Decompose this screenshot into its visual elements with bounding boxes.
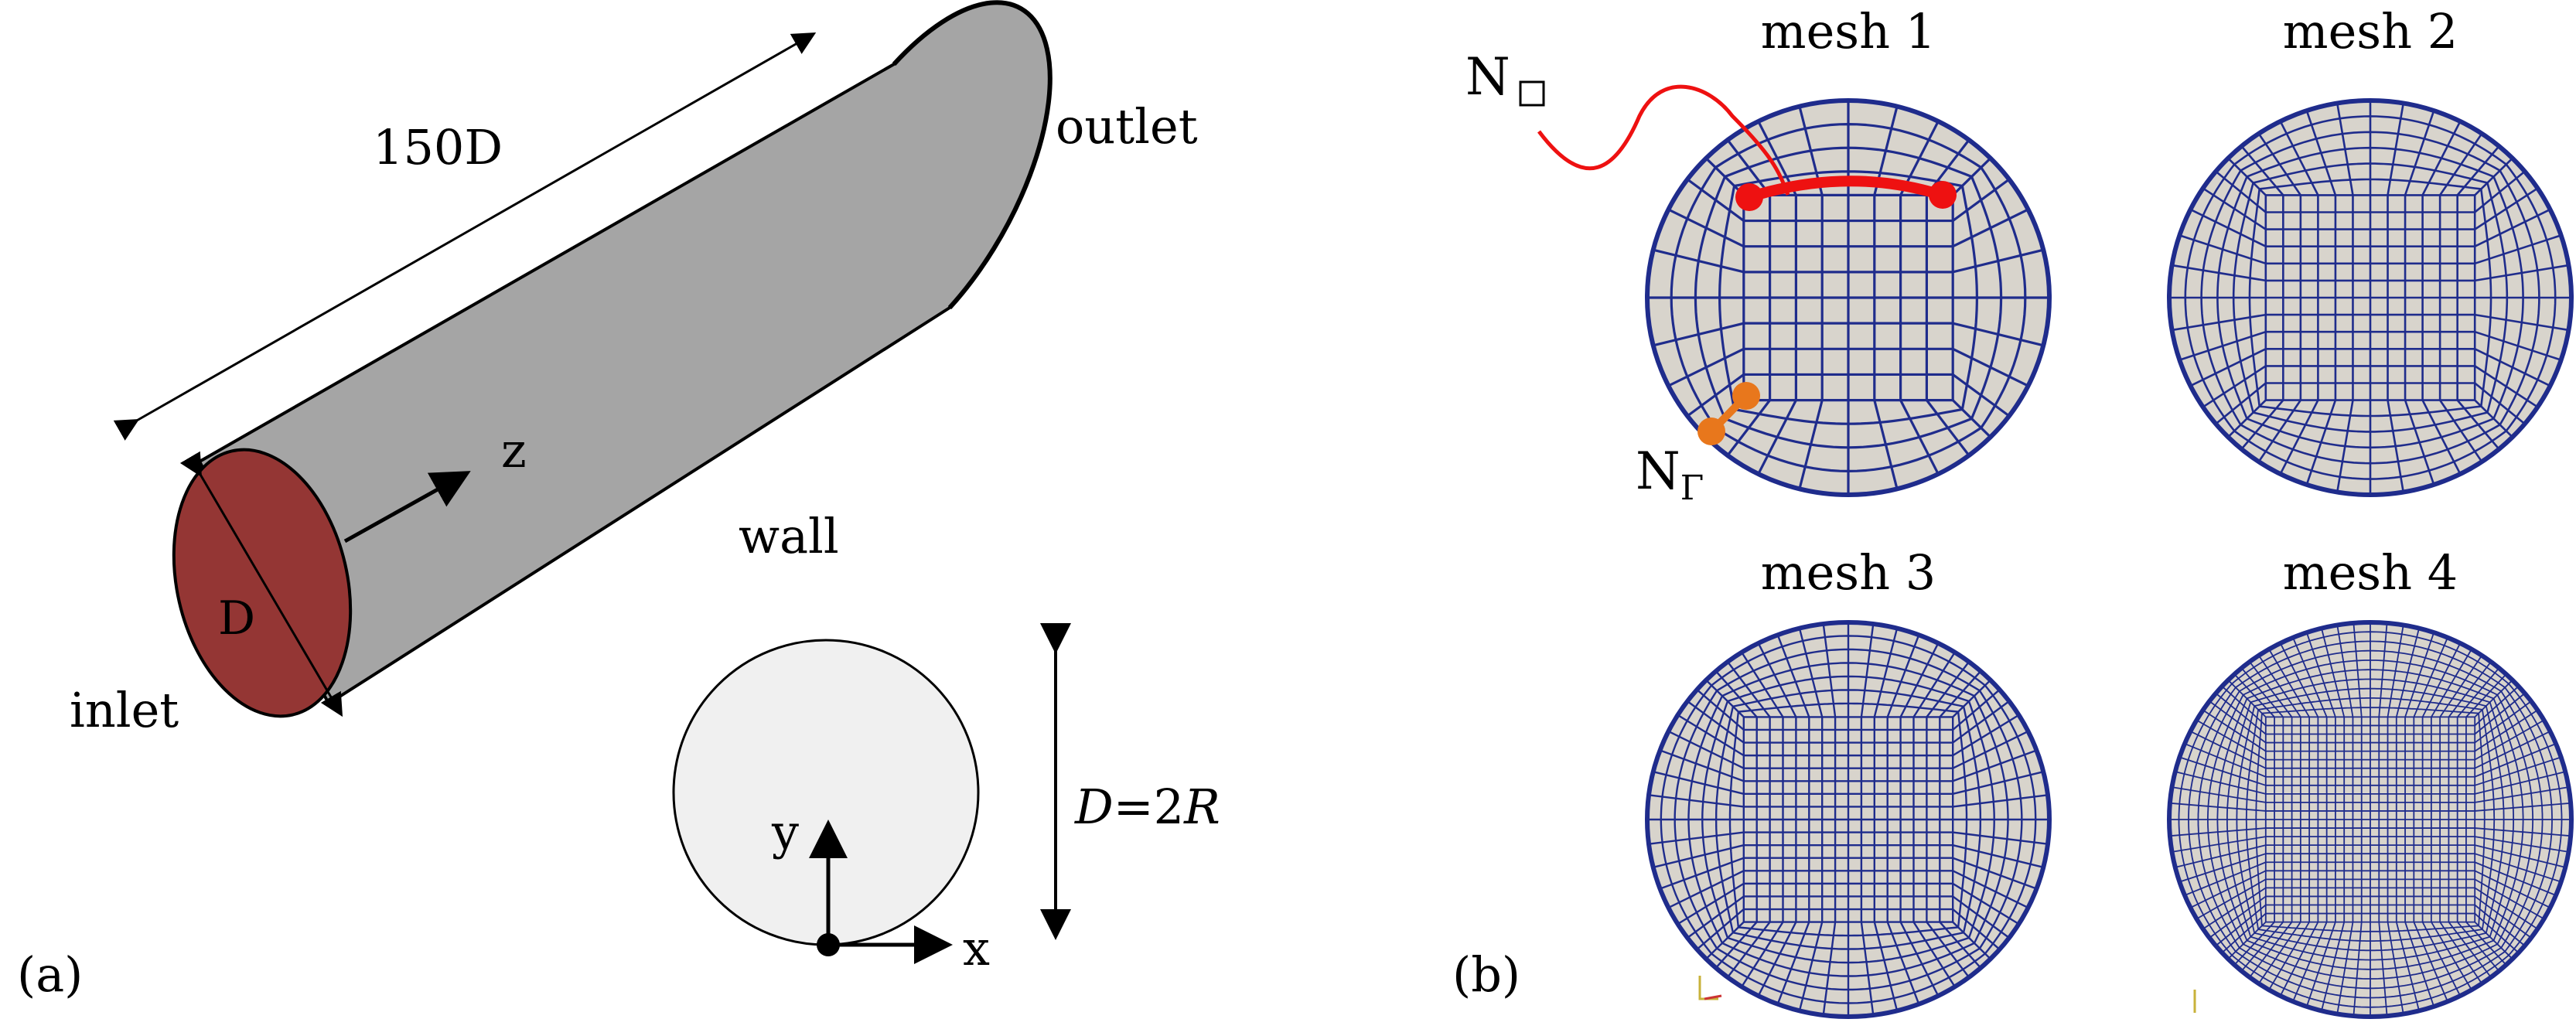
diameter-dimension-label: D=2R: [1074, 779, 1220, 835]
mesh-4: [2167, 620, 2574, 1019]
outlet-rim: [892, 0, 1053, 310]
mesh-3: [1645, 620, 2052, 1019]
mesh-3-axis-glyph: [1698, 976, 1718, 1000]
y-axis-label: y: [771, 804, 799, 860]
length-arrow: [113, 32, 817, 441]
n-gamma-node-1: [1697, 417, 1725, 445]
z-axis-arrow: [343, 471, 471, 544]
diameter-label: D: [218, 591, 255, 646]
dim-label-d: D: [1074, 779, 1114, 835]
panel-b: (b) mesh 1 mesh 2 mesh 3 mesh 4 N NΓ: [1452, 3, 2574, 1019]
mesh-1-title: mesh 1: [1761, 3, 1936, 60]
wall-label: wall: [739, 508, 839, 564]
mesh-lines: [2169, 622, 2571, 1017]
mesh-boundary: [2167, 620, 2574, 1019]
dim-label-r: R: [1183, 779, 1220, 835]
n-gamma-subscript: Γ: [1680, 469, 1704, 508]
mesh-4-title: mesh 4: [2283, 544, 2458, 601]
mesh-boundary: [1645, 98, 2052, 497]
n-box-leader-line: [1537, 84, 1790, 196]
n-gamma-label: NΓ: [1636, 441, 1704, 508]
cross-section: y x D=2R: [672, 623, 1220, 976]
dim-label-eq: =2: [1114, 779, 1184, 835]
panel-a: D z 150D outlet wall inlet y x D=2R (a): [17, 0, 1220, 1003]
inlet-label: inlet: [70, 682, 179, 738]
diameter-arrow: [179, 451, 343, 717]
mesh-lines: [1647, 622, 2049, 1017]
mesh-lines: [1647, 101, 2049, 495]
panel-b-label: (b): [1452, 946, 1520, 1003]
n-box-node-right: [1929, 181, 1957, 209]
panel-a-label: (a): [17, 946, 83, 1003]
mesh-boundary: [2167, 98, 2574, 497]
origin-dot: [817, 933, 840, 956]
n-box-edge: [1747, 176, 1943, 203]
outlet-label: outlet: [1056, 98, 1198, 155]
mesh-3-title: mesh 3: [1761, 544, 1936, 601]
n-box-node-left: [1735, 183, 1763, 211]
mesh-2: [2167, 98, 2574, 497]
mesh-boundary: [1645, 620, 2052, 1019]
z-axis-label: z: [501, 422, 527, 479]
n-gamma-annotation: NΓ: [1636, 382, 1760, 508]
n-gamma-node-2: [1732, 382, 1760, 410]
n-gamma-n: N: [1636, 441, 1680, 501]
length-label: 150D: [373, 119, 503, 176]
mesh-2-title: mesh 2: [2283, 3, 2458, 60]
n-box-square-symbol: [1519, 80, 1545, 107]
n-box-label: N: [1465, 47, 1510, 107]
x-axis-label: x: [963, 920, 990, 976]
mesh-lines: [2169, 101, 2571, 495]
n-box-annotation: N: [1465, 47, 1957, 211]
cross-section-circle: [672, 639, 980, 946]
mesh-3-axis-glyph-red: [1704, 994, 1722, 1000]
